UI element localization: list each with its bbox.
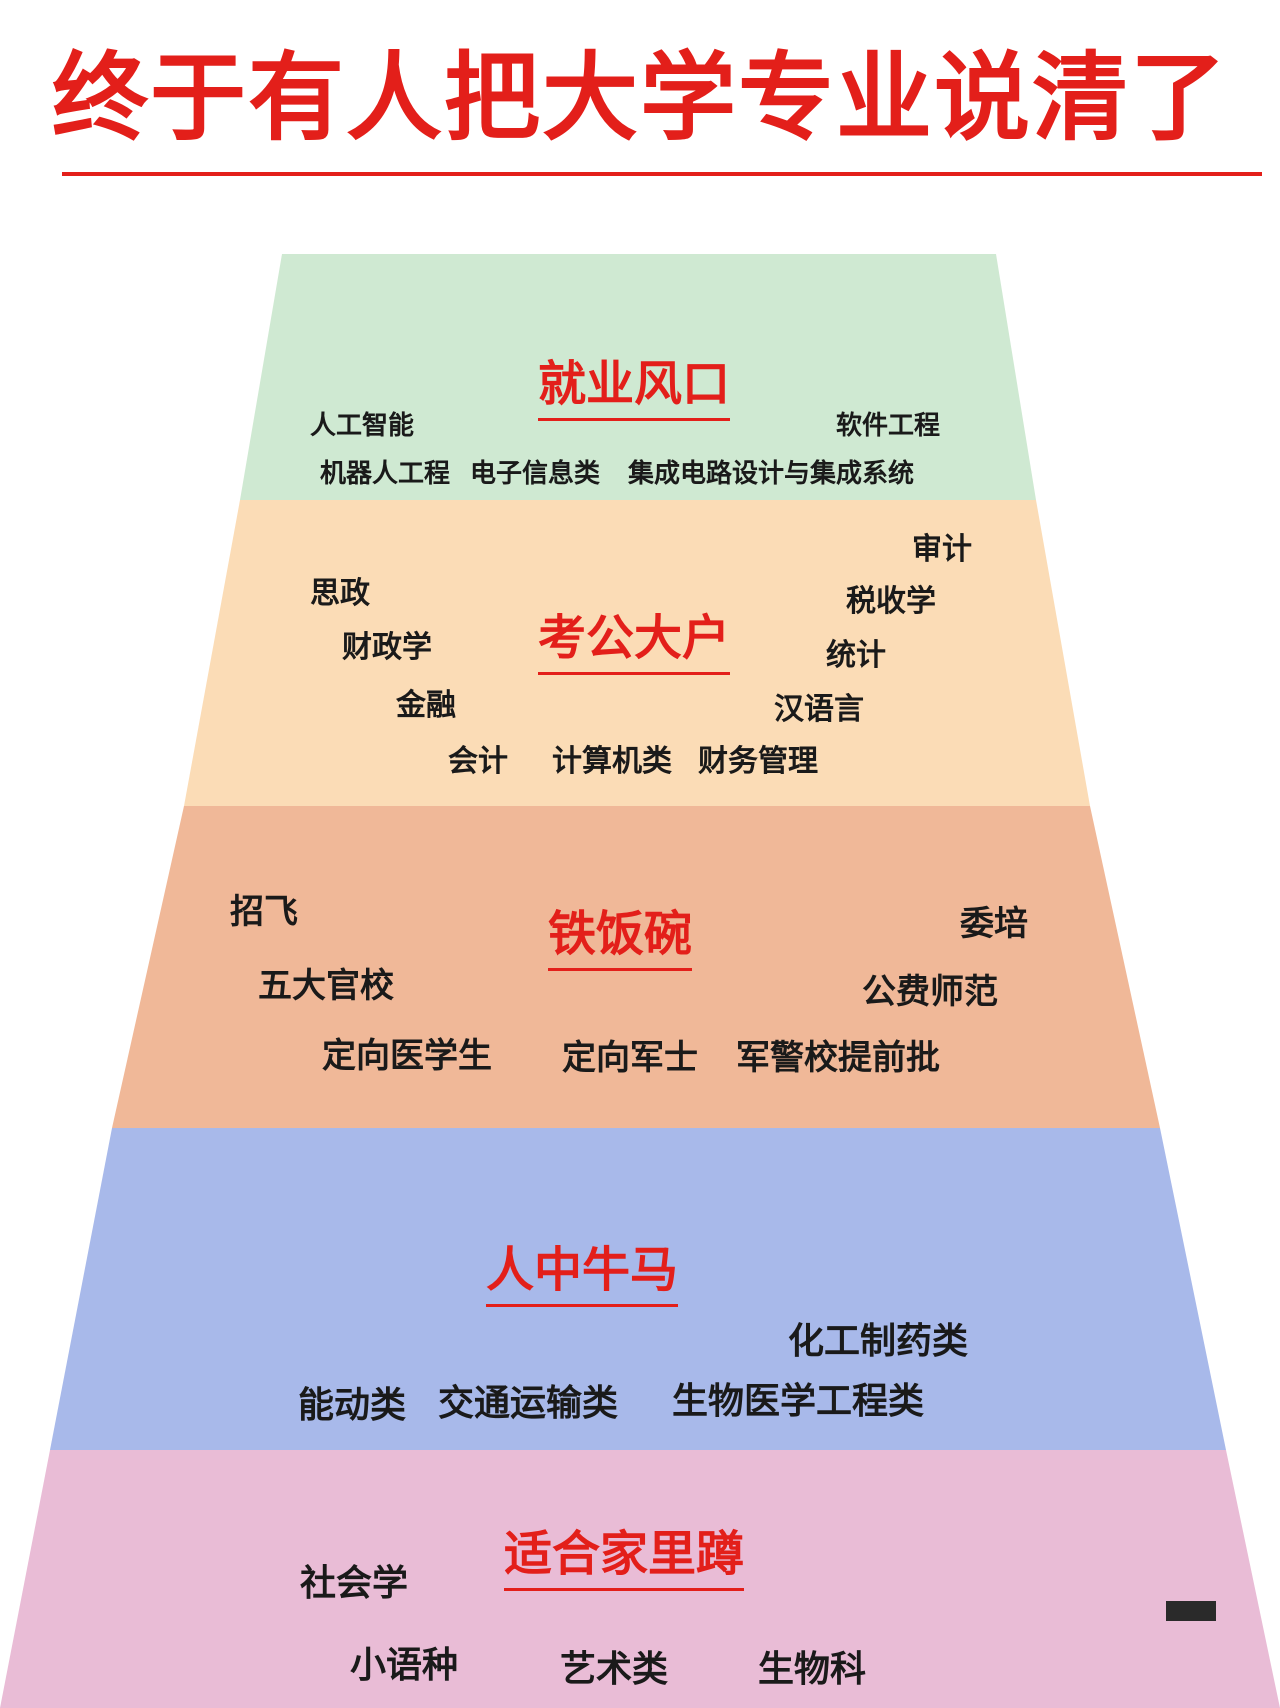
tier-4-heading: 人中牛马 xyxy=(486,1242,679,1307)
major-item: 汉语言 xyxy=(774,692,864,727)
major-item: 招飞 xyxy=(230,892,298,932)
tier-4-band xyxy=(50,1128,1226,1450)
tier-3-band xyxy=(112,806,1160,1128)
major-item: 计算机类 xyxy=(552,744,672,779)
tier-5-band xyxy=(0,1450,1280,1708)
watermark-mark xyxy=(1166,1601,1216,1621)
major-item: 财政学 xyxy=(342,630,432,665)
major-item: 税收学 xyxy=(846,584,936,619)
major-item: 金融 xyxy=(396,688,456,723)
major-item: 统计 xyxy=(826,638,886,673)
major-item: 委培 xyxy=(960,904,1028,944)
major-item: 艺术类 xyxy=(560,1648,669,1690)
major-item: 财务管理 xyxy=(698,744,818,779)
major-item: 化工制药类 xyxy=(788,1320,969,1362)
major-item: 生物科 xyxy=(758,1648,867,1690)
major-item: 集成电路设计与集成系统 xyxy=(628,459,915,489)
major-item: 军警校提前批 xyxy=(736,1038,940,1078)
title-underline xyxy=(62,172,1262,176)
major-item: 审计 xyxy=(912,532,972,567)
major-item: 定向医学生 xyxy=(322,1036,492,1076)
tier-3-heading: 铁饭碗 xyxy=(548,906,693,971)
major-item: 社会学 xyxy=(300,1562,409,1604)
major-item: 能动类 xyxy=(298,1384,407,1426)
major-item: 生物医学工程类 xyxy=(672,1380,925,1422)
tier-2-heading: 考公大户 xyxy=(538,610,731,675)
major-item: 思政 xyxy=(310,576,370,611)
major-item: 软件工程 xyxy=(836,411,941,441)
major-item: 定向军士 xyxy=(562,1038,698,1078)
major-item: 人工智能 xyxy=(310,411,415,441)
tier-1-band xyxy=(240,254,1036,500)
page-title: 终于有人把大学专业说清了 xyxy=(52,42,1228,154)
major-item: 五大官校 xyxy=(258,966,394,1006)
major-item: 机器人工程 xyxy=(320,459,451,489)
tier-5-heading: 适合家里蹲 xyxy=(504,1526,745,1591)
major-item: 会计 xyxy=(448,744,508,779)
major-item: 公费师范 xyxy=(862,972,998,1012)
major-item: 小语种 xyxy=(350,1644,459,1686)
tier-1-heading: 就业风口 xyxy=(538,356,731,421)
major-item: 电子信息类 xyxy=(470,459,601,489)
major-item: 交通运输类 xyxy=(438,1382,619,1424)
tier-2-band xyxy=(184,500,1090,806)
